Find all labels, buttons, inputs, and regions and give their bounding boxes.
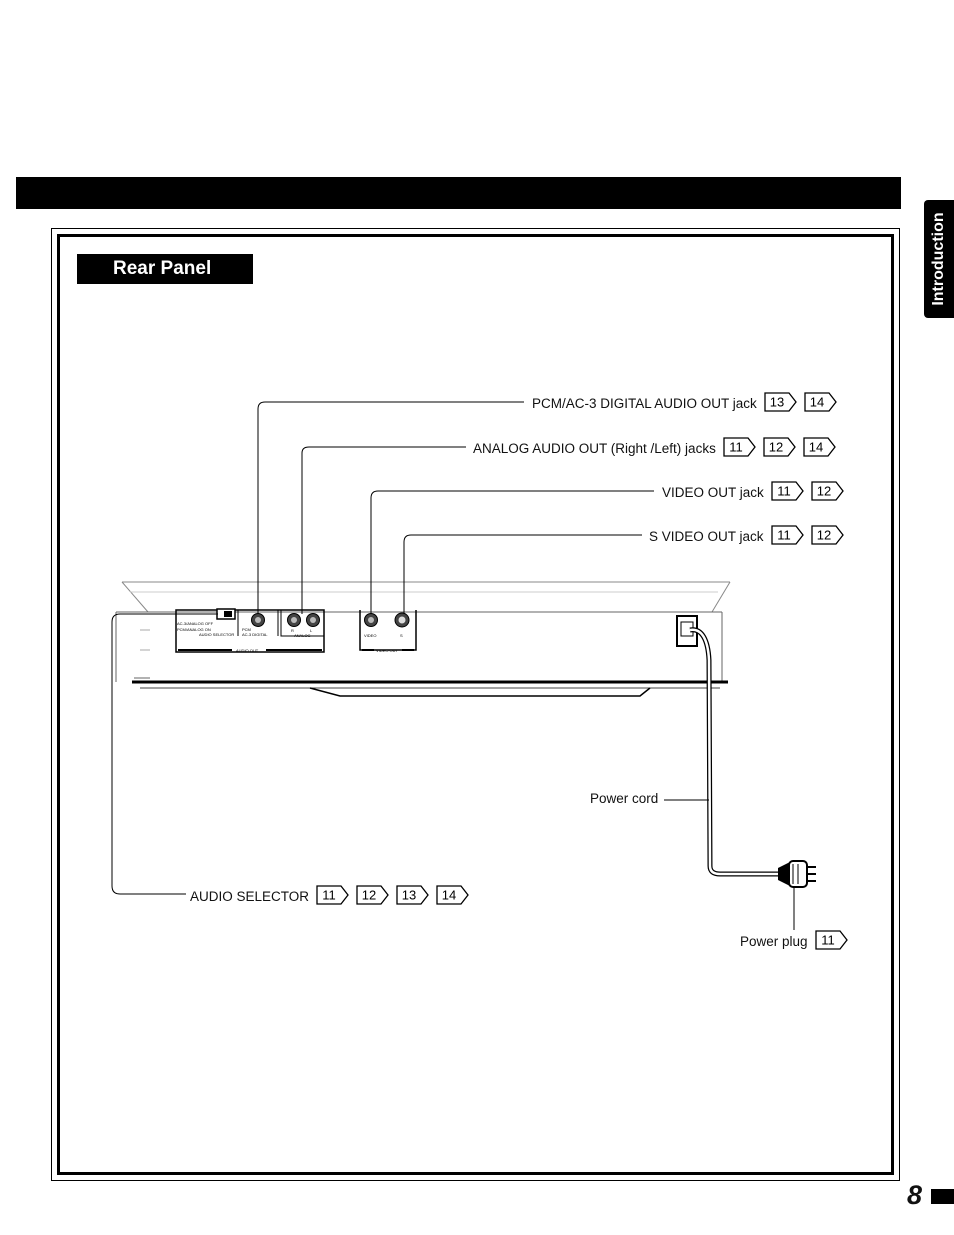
s-label: S — [400, 633, 403, 638]
page-ref-number: 13 — [770, 395, 784, 410]
unit-top — [121, 581, 731, 613]
callout-power-cord: Power cord — [590, 791, 658, 806]
page-ref-number: 12 — [816, 528, 830, 543]
page-ref-number: 11 — [821, 933, 835, 948]
page-ref-number: 11 — [729, 440, 743, 455]
video-out-panel: VIDEO S VIDEO OUT — [359, 610, 417, 653]
page-ref-number: 11 — [777, 484, 791, 499]
page-ref-number: 11 — [777, 528, 791, 543]
section-title: Rear Panel — [77, 254, 253, 284]
page-ref-arrow-icon: 11 — [771, 481, 804, 501]
page-ref-badge: 11 — [723, 437, 756, 457]
audio-out-label: AUDIO OUT — [236, 648, 259, 653]
page-ref-badge: 11 — [316, 885, 349, 905]
callout-pcm-digital-label: PCM/AC-3 DIGITAL AUDIO OUT jack — [532, 396, 757, 411]
page-ref-arrow-icon: 11 — [316, 885, 349, 905]
outer-frame — [51, 228, 900, 1181]
callout-s-video-out: S VIDEO OUT jack 11 12 — [649, 525, 844, 548]
page-ref-number: 14 — [442, 888, 456, 903]
l-label: L — [310, 628, 313, 633]
analog-label: ANALOG — [294, 633, 311, 638]
page-ref-arrow-icon: 11 — [814, 930, 848, 950]
page-ref-arrow-icon: 12 — [810, 525, 844, 545]
page-ref-badge: 13 — [396, 885, 429, 905]
audio-out-panel: AC-3/ANALOG OFF PCM/ANALOG ON AUDIO SELE… — [175, 608, 325, 653]
page-ref-badge: 14 — [804, 392, 837, 412]
page-refs: 11 — [808, 930, 848, 953]
callout-power-plug-label: Power plug — [740, 934, 808, 949]
power-inlet — [676, 615, 698, 647]
leader-audio-selector — [111, 613, 218, 895]
callout-video-out: VIDEO OUT jack 11 12 — [662, 481, 844, 504]
page-refs: 11 12 13 14 — [309, 885, 469, 908]
page-ref-number: 14 — [809, 440, 823, 455]
power-cord — [689, 627, 780, 877]
page-refs: 11 12 14 — [716, 437, 836, 460]
video-out-label: VIDEO OUT — [376, 648, 399, 653]
page-ref-arrow-icon: 12 — [356, 885, 389, 905]
section-tab: Introduction — [924, 200, 954, 318]
leader-video — [370, 490, 654, 614]
leader-pcm — [257, 401, 524, 614]
page-ref-badge: 12 — [811, 481, 844, 501]
page-ref-arrow-icon: 14 — [436, 885, 469, 905]
page-ref-number: 14 — [810, 395, 824, 410]
callout-power-cord-label: Power cord — [590, 791, 659, 806]
page-ref-arrow-icon: 12 — [763, 437, 796, 457]
page-ref-number: 11 — [322, 888, 336, 903]
page-ref-badge: 14 — [436, 885, 469, 905]
page-refs: 11 12 — [764, 525, 844, 548]
page-ref-arrow-icon: 14 — [803, 437, 836, 457]
callout-analog-out-label: ANALOG AUDIO OUT (Right /Left) jacks — [473, 441, 716, 456]
callout-pcm-digital: PCM/AC-3 DIGITAL AUDIO OUT jack 13 14 — [532, 392, 837, 415]
leader-s-video — [403, 534, 642, 614]
r-label: R — [291, 628, 294, 633]
pcm-analog-on-label: PCM/ANALOG ON — [177, 627, 211, 632]
page-ref-arrow-icon: 13 — [764, 392, 797, 412]
page-ref-number: 12 — [769, 440, 783, 455]
leader-lines — [111, 401, 795, 930]
pcm-label: PCM — [242, 627, 251, 632]
video-label: VIDEO — [364, 633, 376, 638]
callout-power-plug: Power plug 11 — [740, 930, 848, 953]
audio-selector-panel-label: AUDIO SELECTOR — [199, 632, 234, 637]
ac3-analog-off-label: AC-3/ANALOG OFF — [177, 621, 214, 626]
callout-video-out-label: VIDEO OUT jack — [662, 485, 764, 500]
page-ref-badge: 11 — [814, 930, 848, 950]
page-ref-arrow-icon: 13 — [396, 885, 429, 905]
page-ref-badge: 12 — [763, 437, 796, 457]
page-ref-badge: 12 — [810, 525, 844, 545]
page-ref-badge: 12 — [356, 885, 389, 905]
page-marker — [931, 1189, 954, 1204]
page-ref-badge: 14 — [803, 437, 836, 457]
page-refs: 11 12 — [764, 481, 844, 504]
page-ref-arrow-icon: 12 — [811, 481, 844, 501]
page-ref-badge: 11 — [770, 525, 804, 545]
power-plug — [778, 860, 816, 888]
page-ref-arrow-icon: 14 — [804, 392, 837, 412]
page-ref-number: 12 — [362, 888, 376, 903]
callout-audio-selector: AUDIO SELECTOR 11 12 13 14 — [190, 885, 469, 908]
callout-s-video-out-label: S VIDEO OUT jack — [649, 529, 764, 544]
page-ref-number: 12 — [817, 484, 831, 499]
page-ref-arrow-icon: 11 — [723, 437, 756, 457]
inner-frame — [57, 234, 894, 1175]
ac3-digital-label: AC-3 DIGITAL — [242, 632, 268, 637]
page-number: 8 — [907, 1180, 923, 1210]
page-ref-arrow-icon: 11 — [770, 525, 804, 545]
top-banner — [16, 177, 901, 209]
page-ref-badge: 11 — [771, 481, 804, 501]
leader-analog — [301, 446, 466, 614]
page-ref-number: 13 — [402, 888, 416, 903]
page-ref-badge: 13 — [764, 392, 797, 412]
callout-audio-selector-label: AUDIO SELECTOR — [190, 889, 310, 904]
page-refs: 13 14 — [757, 392, 837, 415]
